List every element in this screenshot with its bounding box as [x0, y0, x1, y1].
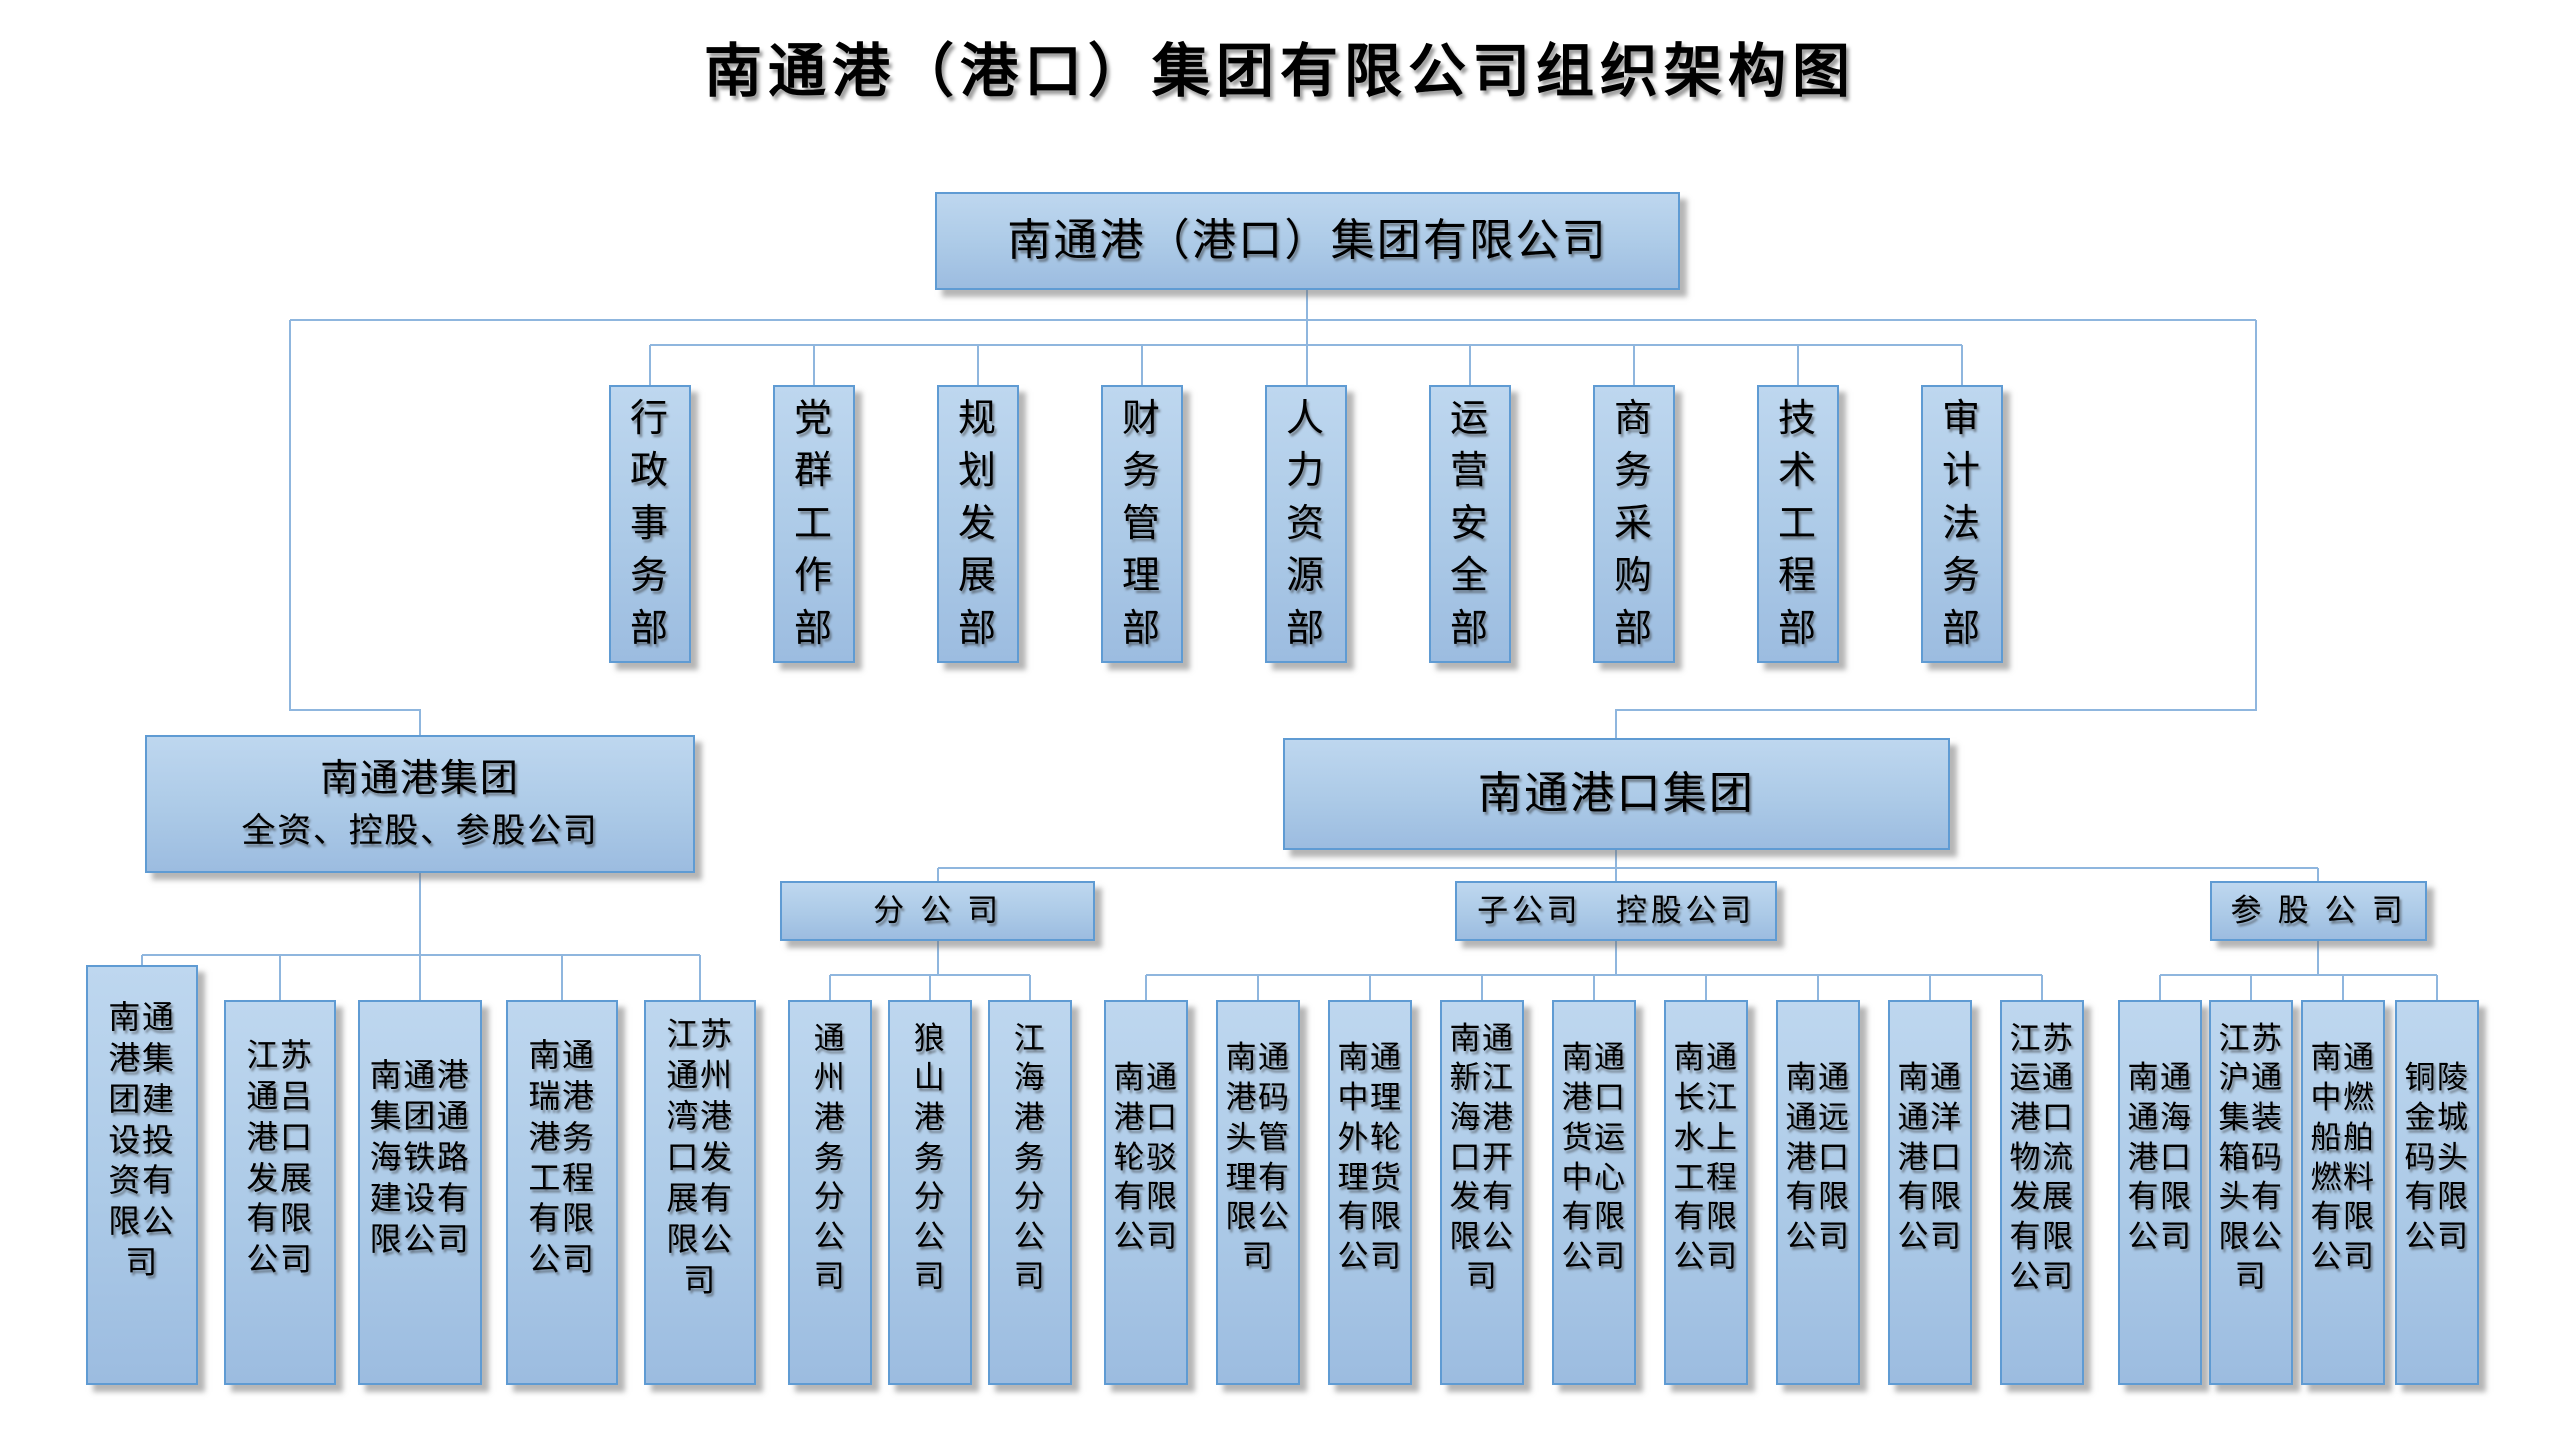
connector-group2-children [1145, 941, 2043, 1000]
chart-title: 南通港（港口）集团有限公司组织架构图 [703, 39, 1856, 104]
department-label: 人力资源部 [1286, 397, 1326, 650]
node-company: 通州港务分公司 [788, 1000, 872, 1385]
department-label: 商务采购部 [1614, 397, 1654, 650]
company-label: 南通中燃船舶燃料有限公司 [2310, 1040, 2376, 1274]
node-department: 人力资源部 [1265, 385, 1347, 663]
company-label: 江苏通州湾港口发展有限公司 [666, 1016, 734, 1298]
company-label: 南通中理外轮理货有限公司 [1337, 1040, 1403, 1274]
company-label: 南通通远港口有限公司 [1785, 1060, 1851, 1254]
company-label: 南通港集团通海铁路建设有限公司 [369, 1057, 471, 1257]
connector-root-to-departments [649, 290, 1963, 385]
node-department: 技术工程部 [1757, 385, 1839, 663]
node-group-subsidiaries: 子公司 控股公司 [1455, 881, 1777, 941]
company-label: 江海港务分公司 [1013, 1020, 1047, 1294]
node-company: 南通通远港口有限公司 [1776, 1000, 1860, 1385]
department-label: 财务管理部 [1122, 397, 1162, 650]
node-department: 财务管理部 [1101, 385, 1183, 663]
company-label: 狼山港务分公司 [913, 1020, 947, 1294]
node-department: 运营安全部 [1429, 385, 1511, 663]
department-label: 规划发展部 [958, 397, 998, 650]
left-branch-title: 南通港集团 [320, 757, 520, 800]
company-label: 江苏运通港口物流发展有限公司 [2009, 1020, 2075, 1294]
node-company: 江海港务分公司 [988, 1000, 1072, 1385]
node-company: 南通港码头管理有限公司 [1216, 1000, 1300, 1385]
node-company: 南通通洋港口有限公司 [1888, 1000, 1972, 1385]
department-label: 运营安全部 [1450, 397, 1490, 650]
node-company: 南通瑞港港务工程有限公司 [506, 1000, 618, 1385]
group-label: 子公司 控股公司 [1477, 892, 1755, 928]
connector-group1-children [829, 941, 1031, 1000]
company-label: 铜陵金城码头有限公司 [2404, 1060, 2470, 1254]
node-company: 江苏通吕港口发展有限公司 [224, 1000, 336, 1385]
node-group-equity-companies: 参 股 公 司 [2210, 881, 2427, 941]
company-label: 南通港码头管理有限公司 [1225, 1040, 1291, 1274]
node-root-label: 南通港（港口）集团有限公司 [1007, 216, 1608, 266]
node-company: 江苏沪通集装箱码头有限公司 [2209, 1000, 2293, 1385]
node-company: 南通中燃船舶燃料有限公司 [2301, 1000, 2385, 1385]
department-label: 技术工程部 [1778, 397, 1818, 650]
node-department: 行政事务部 [609, 385, 691, 663]
node-department: 商务采购部 [1593, 385, 1675, 663]
connector-right-branch-groups [937, 850, 2319, 881]
company-label: 江苏通吕港口发展有限公司 [246, 1036, 314, 1278]
node-company: 南通通海港口有限公司 [2118, 1000, 2202, 1385]
company-label: 通州港务分公司 [813, 1020, 847, 1294]
node-company: 南通长江水上工程有限公司 [1664, 1000, 1748, 1385]
node-department: 党群工作部 [773, 385, 855, 663]
department-label: 审计法务部 [1942, 397, 1982, 650]
node-company: 江苏运通港口物流发展有限公司 [2000, 1000, 2084, 1385]
node-department: 审计法务部 [1921, 385, 2003, 663]
company-label: 南通新江海港口开发有限公司 [1449, 1020, 1515, 1294]
node-group-branch-companies: 分 公 司 [780, 881, 1095, 941]
node-company: 南通港口轮驳有限公司 [1104, 1000, 1188, 1385]
node-company: 南通港口货运中心有限公司 [1552, 1000, 1636, 1385]
company-label: 江苏沪通集装箱码头有限公司 [2218, 1020, 2284, 1294]
node-company: 南通港集团建设投资有限公司 [86, 965, 198, 1385]
node-company: 狼山港务分公司 [888, 1000, 972, 1385]
node-company: 铜陵金城码头有限公司 [2395, 1000, 2479, 1385]
company-label: 南通港集团建设投资有限公司 [108, 998, 176, 1281]
connector-left-branch-children [141, 873, 701, 1000]
group-label: 参 股 公 司 [2230, 892, 2407, 928]
node-company: 南通港集团通海铁路建设有限公司 [358, 1000, 482, 1385]
group-label: 分 公 司 [873, 892, 1002, 928]
company-label: 南通瑞港港务工程有限公司 [528, 1036, 596, 1278]
company-label: 南通港口货运中心有限公司 [1561, 1040, 1627, 1274]
node-left-branch: 南通港集团 全资、控股、参股公司 [145, 735, 695, 873]
company-label: 南通港口轮驳有限公司 [1113, 1060, 1179, 1254]
left-branch-subtitle: 全资、控股、参股公司 [241, 811, 599, 850]
right-branch-label: 南通港口集团 [1477, 769, 1756, 819]
company-label: 南通通洋港口有限公司 [1897, 1060, 1963, 1254]
node-right-branch: 南通港口集团 [1283, 738, 1950, 850]
node-company: 南通新江海港口开发有限公司 [1440, 1000, 1524, 1385]
node-department: 规划发展部 [937, 385, 1019, 663]
node-company: 南通中理外轮理货有限公司 [1328, 1000, 1412, 1385]
company-label: 南通长江水上工程有限公司 [1673, 1040, 1739, 1274]
node-company: 江苏通州湾港口发展有限公司 [644, 1000, 756, 1385]
node-root: 南通港（港口）集团有限公司 [935, 192, 1680, 290]
connector-group3-children [2159, 941, 2438, 1000]
department-label: 行政事务部 [630, 397, 670, 650]
department-label: 党群工作部 [794, 397, 834, 650]
company-label: 南通通海港口有限公司 [2127, 1060, 2193, 1254]
